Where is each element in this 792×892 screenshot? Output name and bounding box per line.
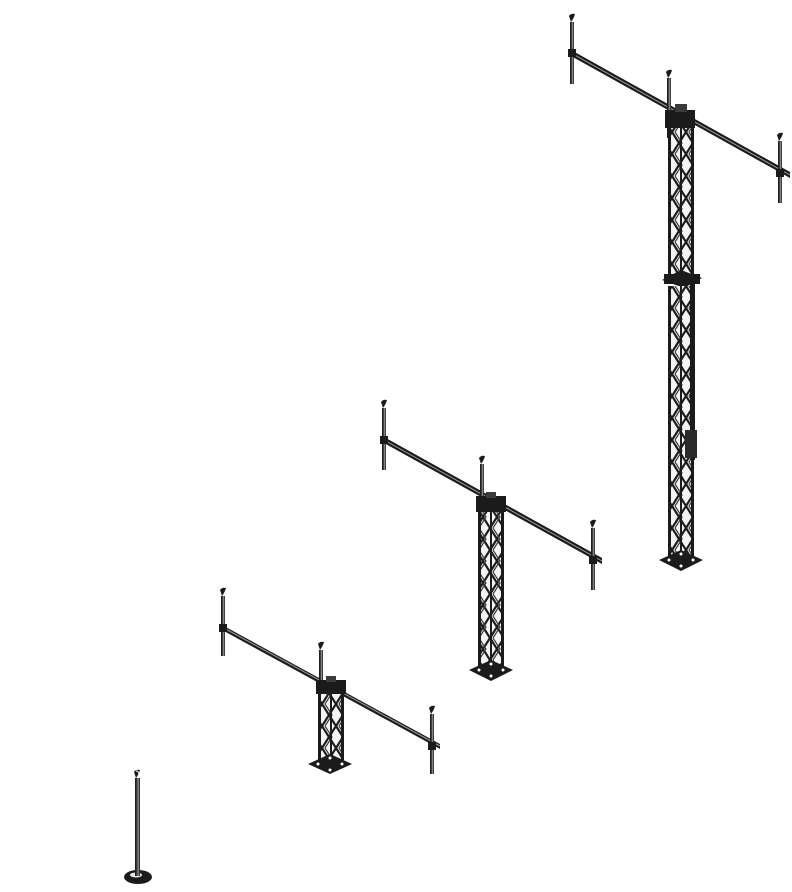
crossbar-pole-left (380, 399, 388, 470)
truss-head-clamp (476, 492, 506, 512)
base-plate (308, 754, 352, 774)
single-pole (124, 769, 152, 884)
medium-tower (380, 399, 603, 681)
crossbar-pole-right (589, 519, 597, 590)
truss-section (318, 690, 344, 760)
support-strut (685, 284, 697, 460)
pole-top-clamp (134, 769, 140, 778)
crossbar-pole-left (568, 13, 576, 84)
truss-head-clamp (316, 676, 346, 694)
crossbar-pole-center (666, 69, 672, 138)
crossbar-pole-right (428, 705, 436, 774)
crossbar-pole-center (479, 455, 485, 524)
tall-tower (568, 13, 791, 571)
base-plate (659, 550, 703, 571)
truss-head-clamp (665, 104, 695, 128)
base-plate (469, 660, 513, 681)
crossbar-pole-left (219, 587, 227, 656)
short-tower (219, 587, 441, 774)
pole-tube (135, 778, 140, 876)
crossbar-pole-right (776, 132, 784, 203)
truss-section (478, 508, 504, 668)
truss-junction-plate (662, 270, 702, 288)
truss-section-upper (668, 122, 694, 274)
